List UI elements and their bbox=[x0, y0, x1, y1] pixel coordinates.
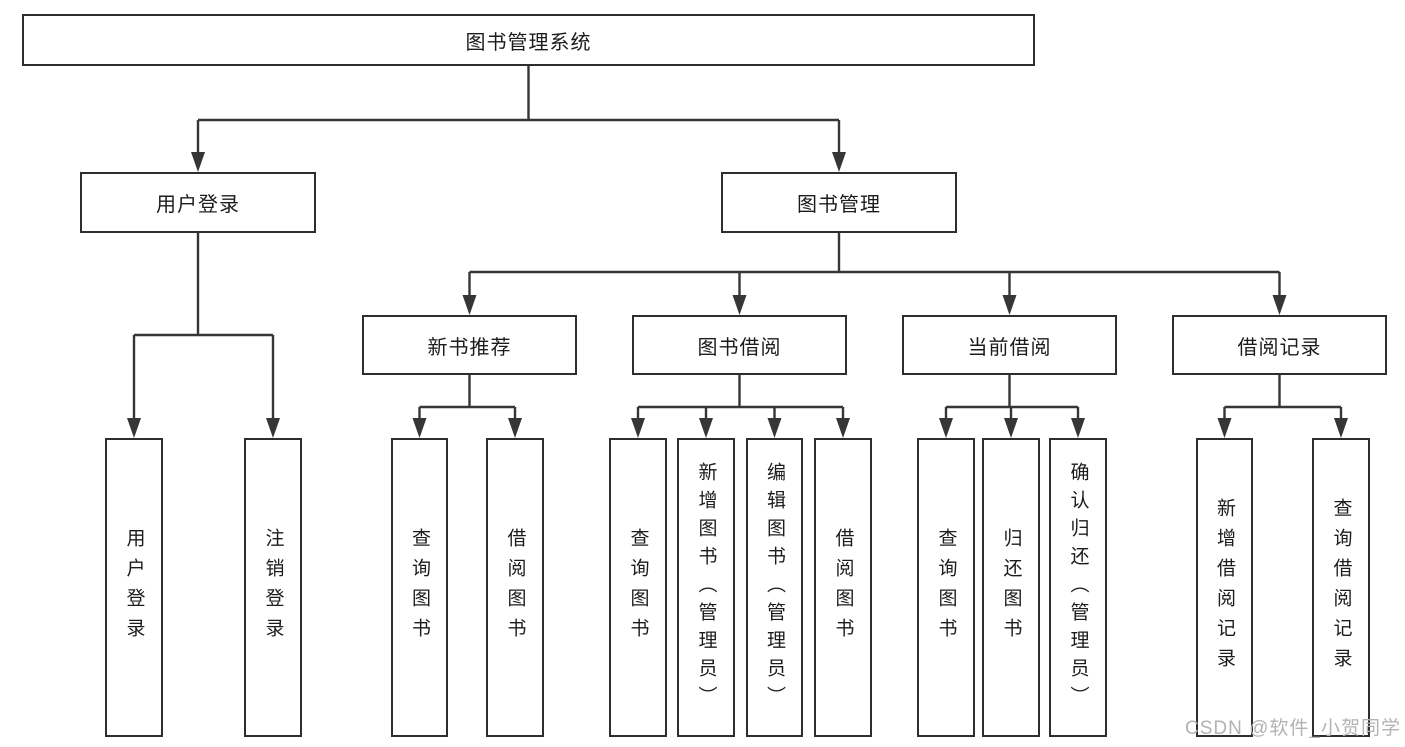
leaf-query-books-label: 查询图书 bbox=[627, 527, 649, 648]
leaf-user-login-label: 用户登录 bbox=[123, 527, 145, 648]
arrowhead-r2 bbox=[1334, 418, 1348, 438]
leaf-edit-book-admin-label: 编辑图书（管理员） bbox=[764, 461, 785, 714]
leaf-edit-book-admin: 编辑图书（管理员） bbox=[746, 438, 803, 737]
leaf-borrow-books-label: 借阅图书 bbox=[504, 527, 526, 648]
node-new-book-recommend: 新书推荐 bbox=[362, 315, 577, 375]
edge-root bbox=[196, 66, 841, 154]
node-book-borrowing-label: 图书借阅 bbox=[697, 336, 782, 359]
leaf-add-borrow-record-label: 新增借阅记录 bbox=[1214, 497, 1235, 678]
watermark-text: CSDN @软件_小贺同学 bbox=[1185, 718, 1401, 739]
arrowhead-newbook bbox=[462, 295, 477, 315]
leaf-return-books-label: 归还图书 bbox=[1000, 527, 1022, 648]
node-book-management-label: 图书管理 bbox=[797, 194, 881, 216]
node-current-borrowing: 当前借阅 bbox=[902, 315, 1117, 375]
leaf-query-books: 查询图书 bbox=[391, 438, 448, 737]
leaf-borrow-books: 借阅图书 bbox=[814, 438, 872, 737]
leaf-query-books-label: 查询图书 bbox=[935, 527, 957, 648]
arrowhead-login bbox=[191, 152, 205, 172]
arrowhead-mgmt bbox=[832, 152, 846, 172]
node-user-login-label: 用户登录 bbox=[156, 194, 240, 216]
leaf-logout: 注销登录 bbox=[244, 438, 302, 737]
arrowhead-b2 bbox=[699, 418, 713, 438]
arrowhead-u1 bbox=[127, 418, 141, 438]
edge-newbook bbox=[418, 375, 517, 420]
node-borrowing-records-label: 借阅记录 bbox=[1237, 336, 1322, 359]
leaf-borrow-books: 借阅图书 bbox=[486, 438, 544, 737]
arrowhead-r1 bbox=[1217, 418, 1232, 438]
leaf-query-books: 查询图书 bbox=[609, 438, 667, 737]
leaf-confirm-return-admin: 确认归还（管理员） bbox=[1049, 438, 1107, 737]
edge-records bbox=[1223, 375, 1343, 420]
arrowhead-c3 bbox=[1071, 418, 1085, 438]
edge-mgmt bbox=[468, 233, 1281, 297]
edge-login bbox=[132, 233, 275, 420]
arrowhead-records bbox=[1272, 295, 1287, 315]
arrowhead-current bbox=[1002, 295, 1017, 315]
node-user-login: 用户登录 bbox=[80, 172, 316, 233]
leaf-confirm-return-admin-label: 确认归还（管理员） bbox=[1067, 461, 1089, 714]
edge-current bbox=[944, 375, 1080, 420]
node-new-book-recommend-label: 新书推荐 bbox=[427, 336, 512, 359]
edge-borrow bbox=[636, 375, 845, 420]
arrowhead-b3 bbox=[767, 418, 782, 438]
leaf-add-borrow-record: 新增借阅记录 bbox=[1196, 438, 1253, 737]
leaf-query-books-label: 查询图书 bbox=[409, 527, 430, 648]
arrowhead-c1 bbox=[939, 418, 953, 438]
arrowhead-b4 bbox=[836, 418, 850, 438]
leaf-user-login: 用户登录 bbox=[105, 438, 163, 737]
node-borrowing-records: 借阅记录 bbox=[1172, 315, 1387, 375]
node-current-borrowing-label: 当前借阅 bbox=[967, 336, 1052, 359]
leaf-add-book-admin-label: 新增图书（管理员） bbox=[695, 461, 717, 714]
arrowhead-borrow bbox=[732, 295, 747, 315]
leaf-query-borrow-record-label: 查询借阅记录 bbox=[1330, 497, 1352, 678]
node-book-borrowing: 图书借阅 bbox=[632, 315, 847, 375]
leaf-borrow-books-label: 借阅图书 bbox=[832, 527, 854, 648]
arrowhead-n1 bbox=[412, 418, 427, 438]
arrowhead-c2 bbox=[1004, 418, 1018, 438]
arrowhead-n2 bbox=[508, 418, 522, 438]
node-library-management-system-label: 图书管理系统 bbox=[465, 31, 592, 54]
node-library-management-system: 图书管理系统 bbox=[22, 14, 1035, 66]
arrowhead-u2 bbox=[266, 418, 280, 438]
leaf-add-book-admin: 新增图书（管理员） bbox=[677, 438, 735, 737]
leaf-query-borrow-record: 查询借阅记录 bbox=[1312, 438, 1370, 737]
arrowhead-b1 bbox=[631, 418, 645, 438]
leaf-return-books: 归还图书 bbox=[982, 438, 1040, 737]
leaf-query-books: 查询图书 bbox=[917, 438, 975, 737]
node-book-management: 图书管理 bbox=[721, 172, 957, 233]
leaf-logout-label: 注销登录 bbox=[262, 527, 284, 648]
